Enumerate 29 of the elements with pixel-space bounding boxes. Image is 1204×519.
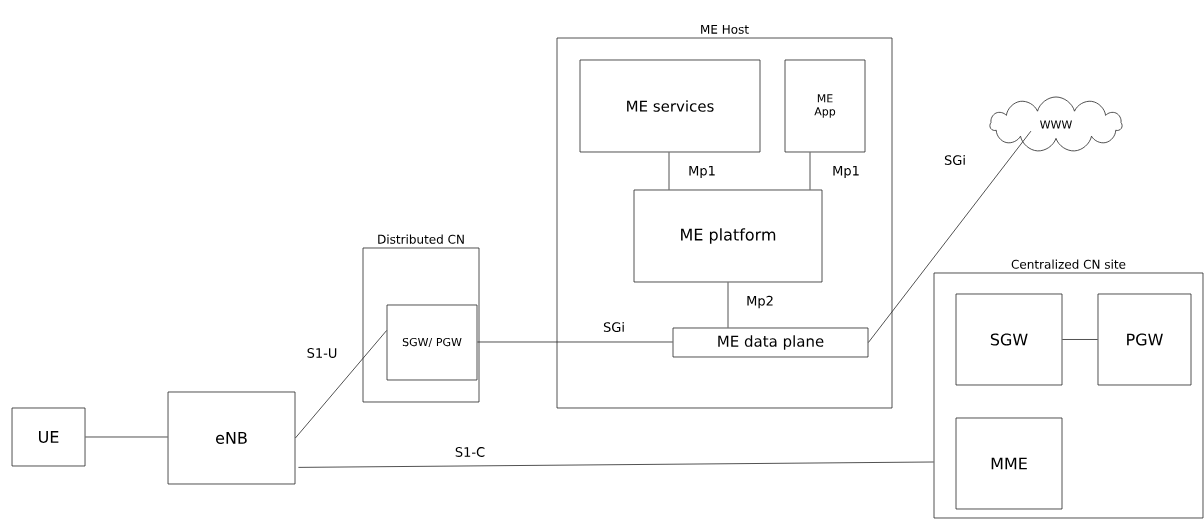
node-box: ME services	[579, 59, 761, 153]
node-box: MME	[955, 417, 1063, 510]
connector-line	[668, 152, 670, 190]
node-box: PGW	[1097, 293, 1192, 386]
connector-line	[298, 461, 934, 468]
node-box: eNB	[167, 391, 296, 485]
node-box: SGW	[955, 293, 1063, 386]
connector-line	[868, 130, 1032, 343]
connector-line	[295, 330, 387, 439]
container-title: Distributed CN	[378, 234, 464, 244]
edge-label: S1-U	[305, 347, 339, 359]
connector-line	[809, 152, 811, 190]
container-title: ME Host	[701, 24, 749, 34]
edge-label: Mp2	[745, 294, 775, 310]
connector-line	[477, 341, 673, 343]
connector-line	[1062, 339, 1098, 340]
edge-label: S1-C	[453, 446, 487, 458]
node-box: ME platform	[633, 189, 823, 283]
node-box: SGW/ PGW	[386, 304, 478, 381]
edge-label: Mp1	[687, 164, 717, 180]
edge-label: SGi	[602, 320, 626, 333]
edge-label: Mp1	[831, 164, 861, 180]
node-box: ME data plane	[672, 327, 869, 358]
container-title: Centralized CN site	[1011, 259, 1126, 269]
connector-line	[727, 282, 729, 328]
edge-label: SGi	[943, 153, 967, 167]
node-box: ME App	[784, 59, 866, 153]
node-box: UE	[11, 407, 86, 467]
connector-line	[85, 436, 168, 438]
